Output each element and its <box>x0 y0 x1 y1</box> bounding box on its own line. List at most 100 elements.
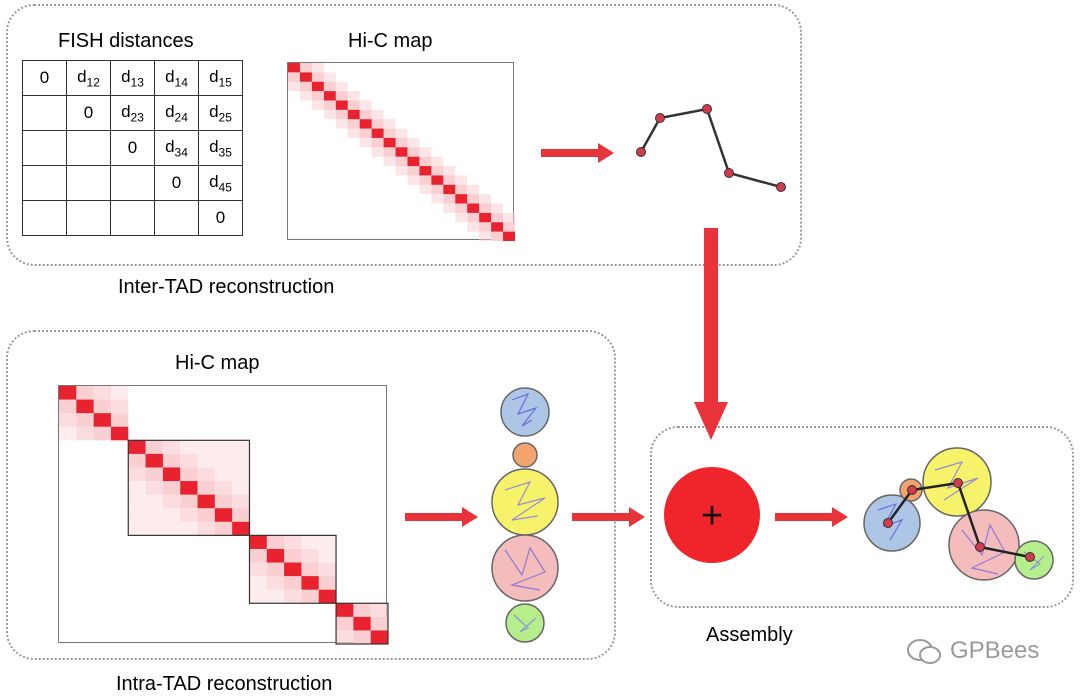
hic-cell-light <box>479 203 492 213</box>
hic-cell-light <box>318 548 337 563</box>
tad-circle-green <box>505 603 545 643</box>
fish-table-cell: d15 <box>198 60 243 96</box>
hic-cell-light <box>431 184 444 195</box>
hic-cell-light <box>370 616 388 631</box>
fish-cell-subscript: 13 <box>130 75 144 90</box>
hic-cell-light <box>93 399 111 414</box>
hic-cell-light <box>232 467 250 482</box>
fish-cell-value: d <box>209 66 219 86</box>
hic-cell-light <box>93 426 111 441</box>
hic-cell-light <box>299 63 312 73</box>
hic-cell-light <box>395 128 408 138</box>
hic-cell-light <box>145 508 163 522</box>
hic-cell-diagonal <box>443 184 456 195</box>
hic-cell-light <box>467 212 480 223</box>
fish-cell-subscript: 35 <box>218 145 232 160</box>
hic-cell-light <box>383 147 396 157</box>
hic-cell-light <box>214 521 233 536</box>
hic-cell-light <box>266 589 285 604</box>
fish-table-row: 0 d 34 d35 <box>22 130 243 166</box>
hic-cell-diagonal <box>232 521 250 536</box>
hic-cell-light <box>59 426 77 441</box>
intra-tad-caption: Intra-TAD reconstruction <box>116 673 333 695</box>
fish-cell-subscript: 15 <box>218 75 232 90</box>
fish-cell-value: 0 <box>215 208 226 227</box>
hic-cell-diagonal <box>419 166 432 176</box>
hic-cell-diagonal <box>180 481 198 495</box>
hic-cell-light <box>180 453 198 468</box>
hic-cell-light <box>491 231 504 241</box>
hic-cell-light <box>249 562 267 577</box>
hic-cell-diagonal <box>162 467 181 482</box>
hic-cell-light <box>318 562 337 577</box>
hic-cell-light <box>335 109 348 120</box>
hic-cell-light <box>335 81 348 92</box>
hic-cell-light <box>407 147 420 157</box>
hic-cell-light <box>455 203 468 213</box>
fish-cell-value: 0 <box>127 138 138 157</box>
hic-cell-light <box>249 576 267 590</box>
hic-cell-light <box>180 508 198 522</box>
hic-cell-diagonal <box>110 426 129 441</box>
hic-cell-light <box>301 589 319 604</box>
hic-cell-light <box>371 119 384 129</box>
hic-cell-light <box>335 119 348 129</box>
fish-cell-value: d <box>77 66 87 86</box>
assembly-plus-circle <box>664 467 760 563</box>
hic-map-intra <box>58 385 389 645</box>
hic-cell-light <box>503 212 515 223</box>
fish-table-cell: 0 <box>154 165 199 201</box>
fish-table-cell: d35 <box>198 130 243 166</box>
hic-cell-diagonal <box>76 399 94 414</box>
hic-cell-diagonal <box>311 81 324 92</box>
hic-cell-diagonal <box>128 440 146 454</box>
hic-cell-light <box>431 156 444 167</box>
fish-cell-value: d <box>209 136 219 156</box>
hic-cell-light <box>323 81 336 92</box>
hic-cell-light <box>162 453 181 468</box>
hic-cell-light <box>407 137 420 148</box>
hic-cell-light <box>467 222 480 232</box>
hic-cell-light <box>162 508 181 522</box>
hic-cell-light <box>284 576 302 590</box>
fish-cell-subscript: 45 <box>218 180 232 195</box>
hic-cell-light <box>383 128 396 138</box>
hic-cell-light <box>491 212 504 223</box>
hic-cell-light <box>371 109 384 120</box>
hic-cell-light <box>371 137 384 148</box>
hic-cell-light <box>284 548 302 563</box>
hic-cell-light <box>249 589 267 604</box>
hic-cell-diagonal <box>347 109 360 120</box>
fish-cell-value: 0 <box>39 68 50 87</box>
hic-cell-light <box>301 562 319 577</box>
hic-cell-light <box>284 589 302 604</box>
hic-cell-light <box>232 481 250 495</box>
hic-cell-light <box>353 603 371 617</box>
hic-cell-light <box>479 231 492 241</box>
hic-cell-diagonal <box>431 175 444 185</box>
hic-cell-light <box>162 440 181 454</box>
hic-cell-diagonal <box>284 562 302 577</box>
hic-cell-diagonal <box>353 616 371 631</box>
hic-cell-light <box>419 147 432 157</box>
hic-cell-light <box>145 467 163 482</box>
fish-cell-value: d <box>121 101 131 121</box>
hic-cell-light <box>359 128 372 138</box>
fish-cell-value: d <box>165 66 175 86</box>
hic-cell-light <box>311 100 324 110</box>
hic-cell-light <box>145 440 163 454</box>
hic-cell-light <box>214 481 233 495</box>
hic-cell-light <box>491 203 504 213</box>
hic-cell-diagonal <box>299 72 312 82</box>
hic-cell-diagonal <box>370 630 388 644</box>
fish-cell-subscript: 25 <box>218 110 232 125</box>
hic-cell-diagonal <box>503 231 515 241</box>
fish-cell-subscript: 34 <box>174 145 188 160</box>
hic-cell-light <box>232 440 250 454</box>
tad-boundary-box <box>127 439 251 536</box>
arrow-to-tad-stack <box>405 507 478 527</box>
hic-cell-light <box>311 72 324 82</box>
fish-table-cell <box>66 200 111 236</box>
